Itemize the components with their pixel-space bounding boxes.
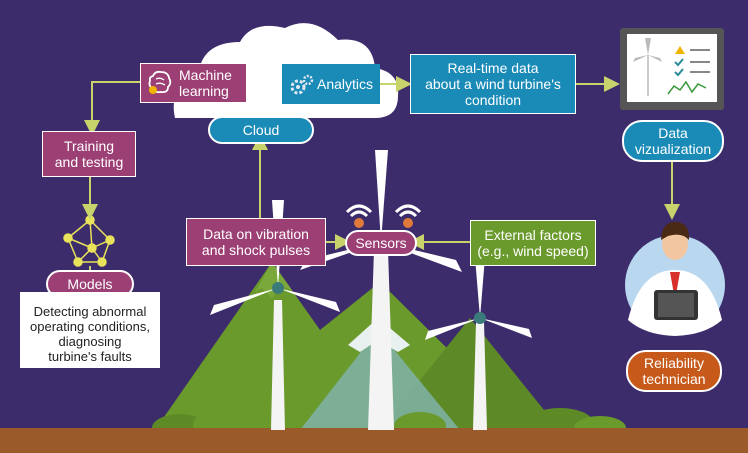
analytics-label: Analytics <box>317 76 374 92</box>
brain-gear-icon <box>147 70 173 96</box>
wifi-signal-icon <box>345 204 373 228</box>
training-label: Training and testing <box>54 138 124 170</box>
reliability-technician-label: Reliability technician <box>642 355 706 387</box>
external-factors-label: External factors (e.g., wind speed) <box>477 227 589 259</box>
ground <box>0 428 748 453</box>
wind-turbine-icon <box>425 245 532 430</box>
realtime-data-label: Real-time data about a wind turbine's co… <box>425 60 561 108</box>
monitor-chart-icon <box>620 28 724 110</box>
data-visualization-label: Data vizualization <box>634 125 712 157</box>
models-description: Detecting abnormal operating conditions,… <box>30 304 150 364</box>
machine-learning-box: Machine learning <box>140 63 247 103</box>
vibration-data-label: Data on vibration and shock pulses <box>201 226 311 258</box>
technician-icon <box>625 222 725 336</box>
mountains <box>155 262 560 430</box>
cloud-label: Cloud <box>242 122 280 138</box>
training-box: Training and testing <box>42 131 136 177</box>
vibration-data-box: Data on vibration and shock pulses <box>186 218 326 266</box>
sensors-pill: Sensors <box>345 230 417 256</box>
machine-learning-label: Machine learning <box>179 67 232 99</box>
analytics-box: Analytics <box>282 64 380 104</box>
cloud-pill: Cloud <box>208 116 314 144</box>
gears-icon <box>289 72 315 98</box>
realtime-data-box: Real-time data about a wind turbine's co… <box>410 54 576 114</box>
flow-arrows <box>82 76 680 270</box>
external-factors-box: External factors (e.g., wind speed) <box>470 220 596 266</box>
models-description-box: Detecting abnormal operating conditions,… <box>20 292 160 368</box>
sensors-label: Sensors <box>355 235 407 251</box>
models-label: Models <box>67 276 113 292</box>
wifi-signal-icon <box>394 204 422 228</box>
data-visualization-pill: Data vizualization <box>622 120 724 162</box>
neural-network-icon <box>63 215 115 267</box>
reliability-technician-pill: Reliability technician <box>626 350 722 392</box>
